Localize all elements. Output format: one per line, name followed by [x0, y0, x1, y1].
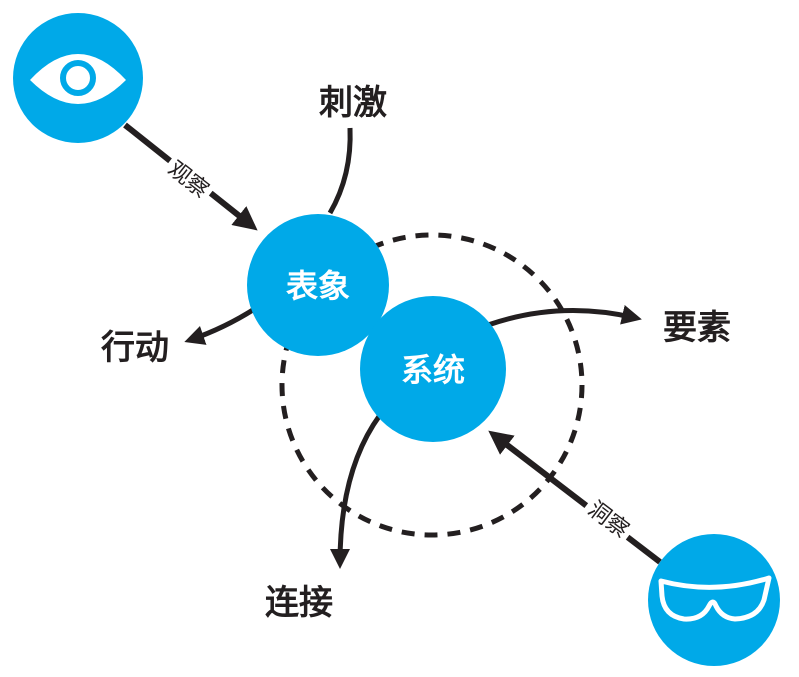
- elements-arrow: [487, 305, 642, 328]
- goggles-icon: [648, 534, 780, 666]
- system-boundary: [279, 232, 585, 538]
- connections-arrow: [330, 413, 383, 569]
- action-arrow: [184, 305, 258, 345]
- insight-arrow: [488, 430, 662, 565]
- eye-icon: [13, 13, 143, 143]
- node-appearance: 表象: [247, 214, 389, 356]
- stimulus-line: [327, 127, 353, 215]
- label-stimulus: 刺激: [319, 83, 387, 123]
- label-action: 行动: [101, 328, 169, 368]
- svg-text:系统: 系统: [401, 351, 465, 389]
- node-system: 系统: [360, 296, 506, 442]
- svg-text:表象: 表象: [286, 267, 350, 305]
- label-elements: 要素: [663, 308, 731, 348]
- label-connections: 连接: [265, 583, 333, 623]
